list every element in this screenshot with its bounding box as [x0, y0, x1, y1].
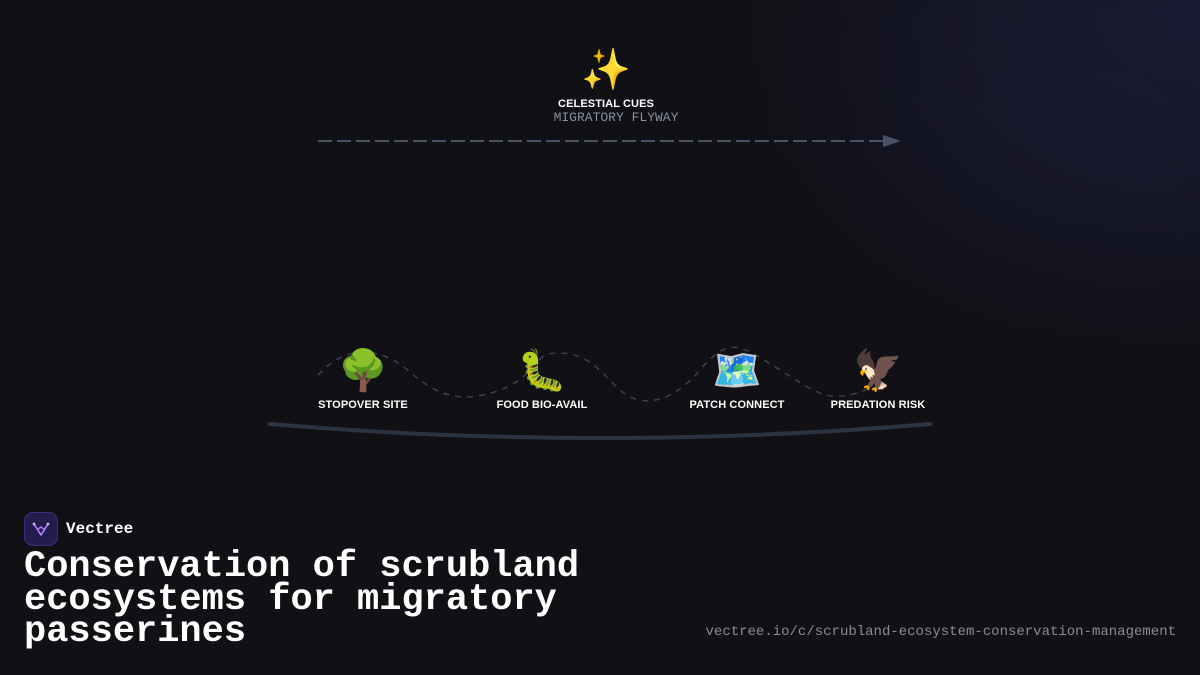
stopover-site-label: STOPOVER SITE	[318, 399, 408, 411]
predation-risk-node: 🦅 PREDATION RISK	[798, 347, 958, 411]
map-icon: 🗺️	[712, 348, 762, 394]
predation-risk-label: PREDATION RISK	[830, 399, 926, 411]
eagle-icon: 🦅	[853, 348, 903, 394]
celestial-cues-node: ✨ CELESTIAL CUES	[526, 46, 686, 110]
page-title: Conservation of scrubland ecosystems for…	[24, 546, 580, 653]
connection-wave	[317, 346, 871, 402]
flyway-arrowhead	[883, 135, 901, 147]
sparkles-icon: ✨	[581, 47, 631, 93]
brand: Vectree	[24, 512, 133, 546]
source-url: vectree.io/c/scrubland-ecosystem-conserv…	[705, 624, 1176, 640]
flyway-label: MIGRATORY FLYWAY	[553, 110, 679, 125]
brand-name: Vectree	[66, 520, 134, 538]
caterpillar-icon: 🐛	[517, 348, 567, 394]
patch-connect-node: 🗺️ PATCH CONNECT	[657, 347, 817, 411]
vectree-logo-icon	[24, 512, 58, 546]
celestial-cues-label: CELESTIAL CUES	[558, 98, 654, 110]
tree-icon: 🌳	[338, 348, 388, 394]
patch-connect-label: PATCH CONNECT	[689, 399, 785, 411]
food-bio-avail-node: 🐛 FOOD BIO-AVAIL	[462, 347, 622, 411]
food-bio-avail-label: FOOD BIO-AVAIL	[496, 399, 588, 411]
stopover-site-node: 🌳 STOPOVER SITE	[283, 347, 443, 411]
ground-curve	[268, 422, 932, 440]
